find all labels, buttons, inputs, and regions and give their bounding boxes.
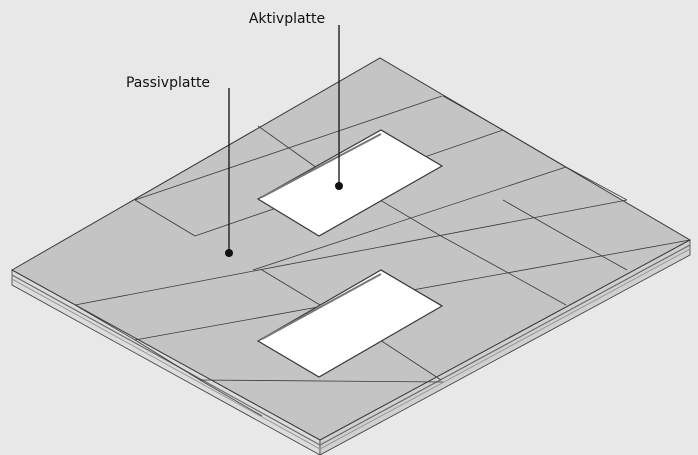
label-passive: Passivplatte bbox=[126, 75, 210, 91]
floor-surface bbox=[10, 57, 692, 441]
active-panel-lower bbox=[256, 269, 444, 378]
leader-passive bbox=[225, 88, 233, 257]
floor-edge bbox=[11, 239, 691, 455]
leader-active bbox=[335, 25, 343, 190]
leader-passive-dot bbox=[225, 249, 233, 257]
label-active: Aktivplatte bbox=[249, 11, 325, 27]
leader-active-dot bbox=[335, 182, 343, 190]
passive-panel-seams bbox=[74, 95, 691, 417]
active-panel-upper bbox=[256, 129, 444, 237]
